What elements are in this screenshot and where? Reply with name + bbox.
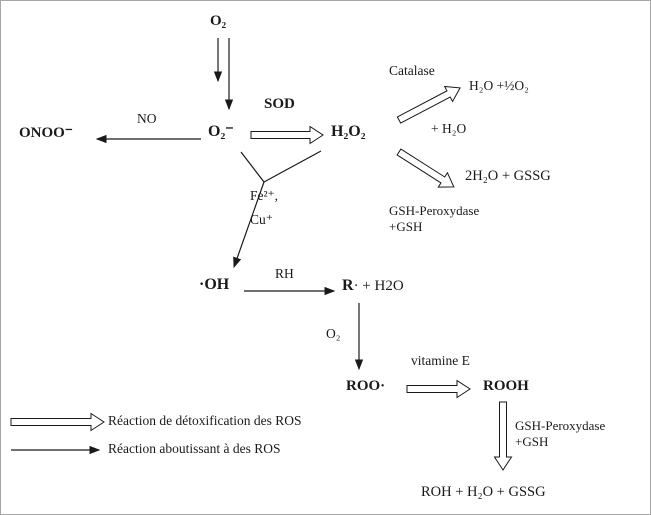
label-rh: RH bbox=[275, 266, 294, 281]
label-sod: SOD bbox=[264, 96, 295, 112]
species-plus-h2o: + H₂O bbox=[431, 121, 467, 136]
species-o2-top: O₂ bbox=[210, 13, 227, 29]
species-rooh: ROOH bbox=[483, 378, 529, 394]
label-vitamine-e: vitamine E bbox=[411, 353, 470, 368]
label-gsh-peroxydase-1: GSH-Peroxydase bbox=[389, 203, 480, 218]
label-catalase: Catalase bbox=[389, 63, 435, 78]
legend-item-aboutissant: Réaction aboutissant à des ROS bbox=[108, 441, 281, 456]
species-roo: ROO· bbox=[346, 378, 386, 394]
label-gsh-1: +GSH bbox=[389, 219, 423, 234]
species-h2o-half-o2: H₂O +½O₂ bbox=[469, 78, 529, 93]
hollow-arrow-gsh-peroxydase-2 bbox=[493, 401, 513, 471]
species-r-h2o: R· + H2O bbox=[342, 277, 404, 295]
label-cu: Cu⁺ bbox=[250, 212, 273, 227]
species-superoxide: O₂⁻ bbox=[208, 123, 234, 140]
label-o2-mid: O₂ bbox=[326, 326, 341, 341]
label-gsh-2: +GSH bbox=[515, 434, 549, 449]
species-onoo: ONOO⁻ bbox=[19, 125, 73, 141]
species-2h2o-gssg: 2H₂O + GSSG bbox=[465, 168, 551, 184]
species-roh-products: ROH + H₂O + GSSG bbox=[421, 484, 546, 500]
hollow-arrow-vitamine-e bbox=[406, 379, 471, 399]
hollow-arrow-sod bbox=[250, 125, 324, 145]
label-no: NO bbox=[137, 111, 157, 126]
line-h2o2-to-junction bbox=[263, 150, 322, 183]
arrow-junction-to-hydroxyl bbox=[233, 181, 265, 269]
species-r: R bbox=[342, 277, 354, 294]
hollow-arrow-catalase bbox=[396, 85, 461, 124]
hollow-arrow-gsh-peroxydase-1 bbox=[396, 148, 455, 188]
species-r-rest: · + H2O bbox=[353, 278, 404, 294]
label-fe: Fe²⁺, bbox=[250, 188, 279, 203]
label-gsh-peroxydase-2: GSH-Peroxydase bbox=[515, 418, 606, 433]
legend-hollow-arrow bbox=[10, 412, 105, 432]
species-h2o2: H₂O₂ bbox=[331, 123, 366, 140]
species-hydroxyl: ·OH bbox=[199, 276, 230, 293]
line-superoxide-to-junction bbox=[240, 151, 265, 183]
legend-item-detoxification: Réaction de détoxification des ROS bbox=[108, 413, 302, 428]
